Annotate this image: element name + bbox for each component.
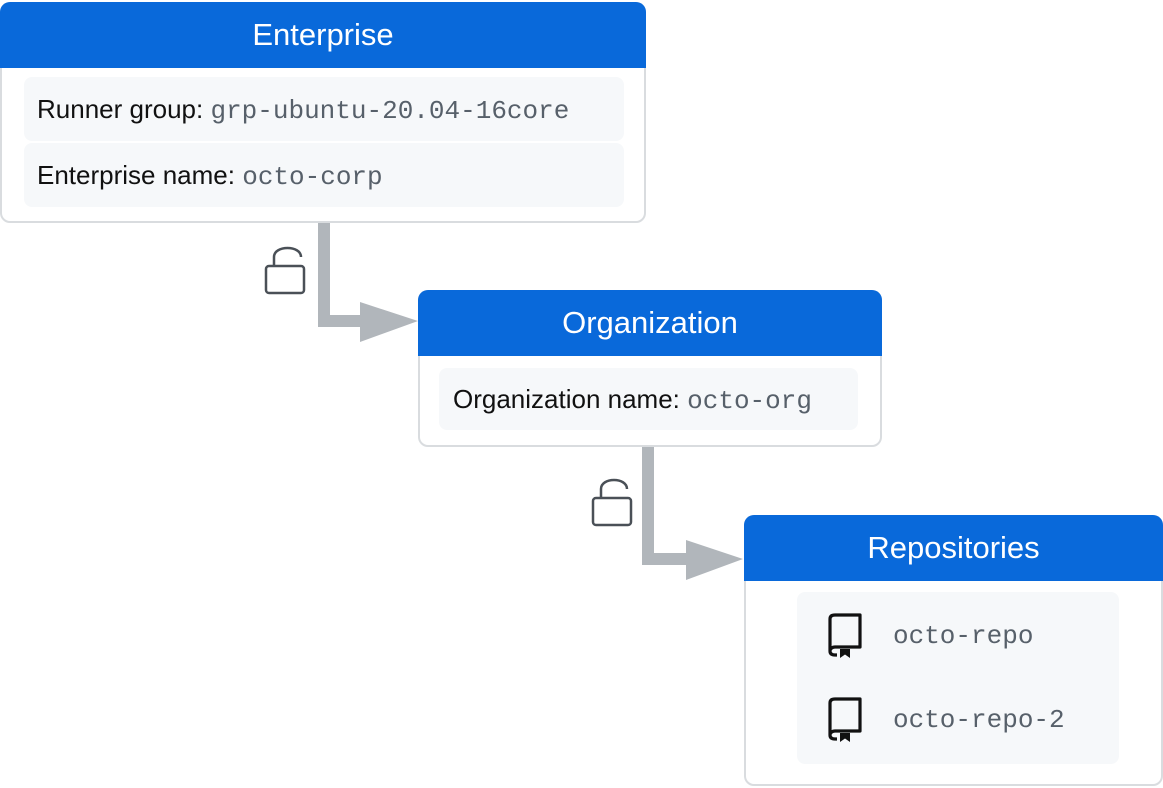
runner-group-value: grp-ubuntu-20.04-16core (210, 96, 570, 126)
repo-icon (828, 613, 862, 658)
organization-name-label: Organization name: (453, 384, 680, 414)
unlock-icon (264, 246, 306, 295)
enterprise-name-label: Enterprise name: (37, 160, 235, 190)
list-item[interactable]: octo-repo-2 (827, 690, 1065, 750)
enterprise-header: Enterprise (0, 2, 646, 68)
connector-enterprise-to-organization (318, 223, 365, 327)
runner-group-row: Runner group: grp-ubuntu-20.04-16core (24, 77, 624, 141)
arrowhead-organization (360, 302, 418, 342)
repositories-header: Repositories (744, 515, 1163, 581)
organization-card: Organization Organization name: octo-org (418, 290, 882, 447)
organization-title: Organization (562, 305, 738, 340)
organization-name-row: Organization name: octo-org (439, 368, 858, 430)
repo-name: octo-repo (893, 621, 1034, 651)
runner-group-label: Runner group: (37, 94, 204, 124)
organization-header: Organization (418, 290, 882, 356)
organization-name-value: octo-org (687, 386, 812, 416)
connector-organization-to-repositories (642, 447, 690, 565)
enterprise-name-value: octo-corp (242, 162, 383, 192)
repositories-title: Repositories (867, 530, 1040, 565)
list-item[interactable]: octo-repo (827, 606, 1033, 666)
repo-name: octo-repo-2 (893, 705, 1065, 735)
arrowhead-repositories (686, 540, 743, 580)
repo-icon (828, 697, 862, 742)
repositories-card: Repositories octo-repo octo-repo-2 (744, 515, 1163, 786)
unlock-icon (591, 478, 633, 527)
enterprise-title: Enterprise (252, 17, 394, 52)
enterprise-name-row: Enterprise name: octo-corp (24, 143, 624, 207)
enterprise-card: Enterprise Runner group: grp-ubuntu-20.0… (0, 2, 646, 223)
repositories-list: octo-repo octo-repo-2 (797, 592, 1119, 764)
